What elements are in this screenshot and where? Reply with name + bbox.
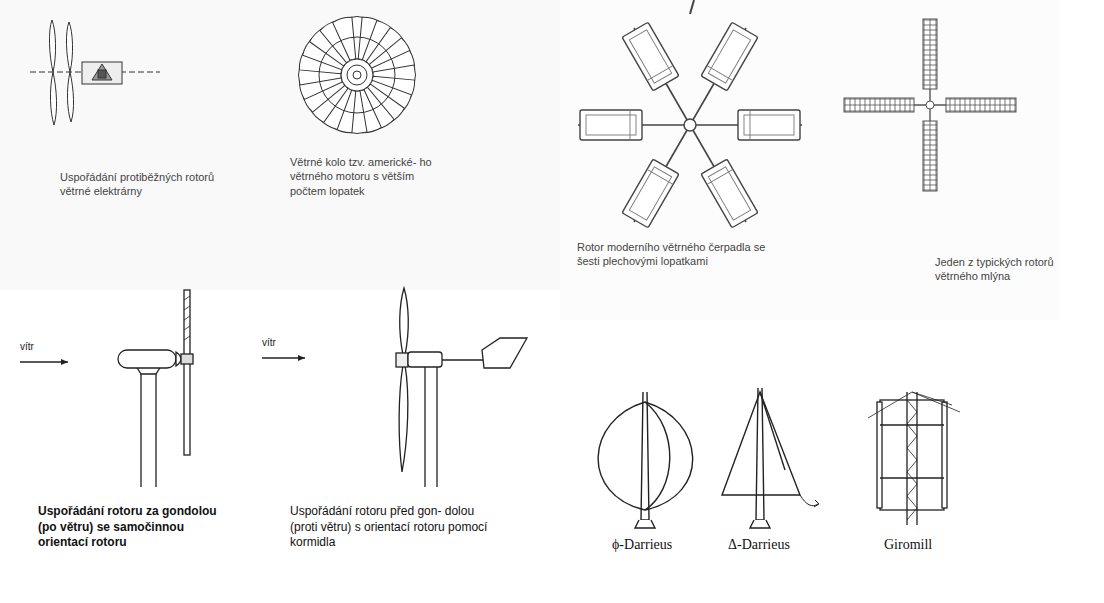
american-wind-wheel xyxy=(298,16,416,134)
upwind-turbine xyxy=(262,288,527,487)
figure-caption: Větrné kolo tzv. americké- ho větrného m… xyxy=(290,155,440,198)
wind-direction-label: vítr xyxy=(262,336,312,349)
downwind-turbine xyxy=(20,290,193,487)
six-blade-pump-rotor xyxy=(578,0,802,229)
panel-ground xyxy=(0,0,560,290)
counter-rotating-rotors xyxy=(30,20,160,125)
windmill-rotor xyxy=(844,19,1016,191)
wind-direction-label: vítr xyxy=(20,340,70,353)
rotor-type-label: ϕ-Darrieus xyxy=(612,536,712,554)
rotor-type-label: Δ-Darrieus xyxy=(728,536,828,554)
figure-caption: Uspořádání protiběžných rotorů větrné el… xyxy=(60,170,220,199)
giromill-rotor xyxy=(868,392,960,525)
figure-caption: Uspořádání rotoru před gon- dolou (proti… xyxy=(290,504,490,551)
phi-darrieus-rotor xyxy=(598,392,693,528)
figure-caption: Rotor moderního větrného čerpadla se šes… xyxy=(577,240,777,269)
figure-caption: Uspořádání rotoru za gondolou (po větru)… xyxy=(38,504,228,551)
rotor-type-label: Giromill xyxy=(884,536,984,554)
figure-caption: Jeden z typických rotorů větrného mlýna xyxy=(935,255,1085,284)
panel-ground xyxy=(0,290,560,603)
delta-darrieus-rotor xyxy=(722,388,819,528)
